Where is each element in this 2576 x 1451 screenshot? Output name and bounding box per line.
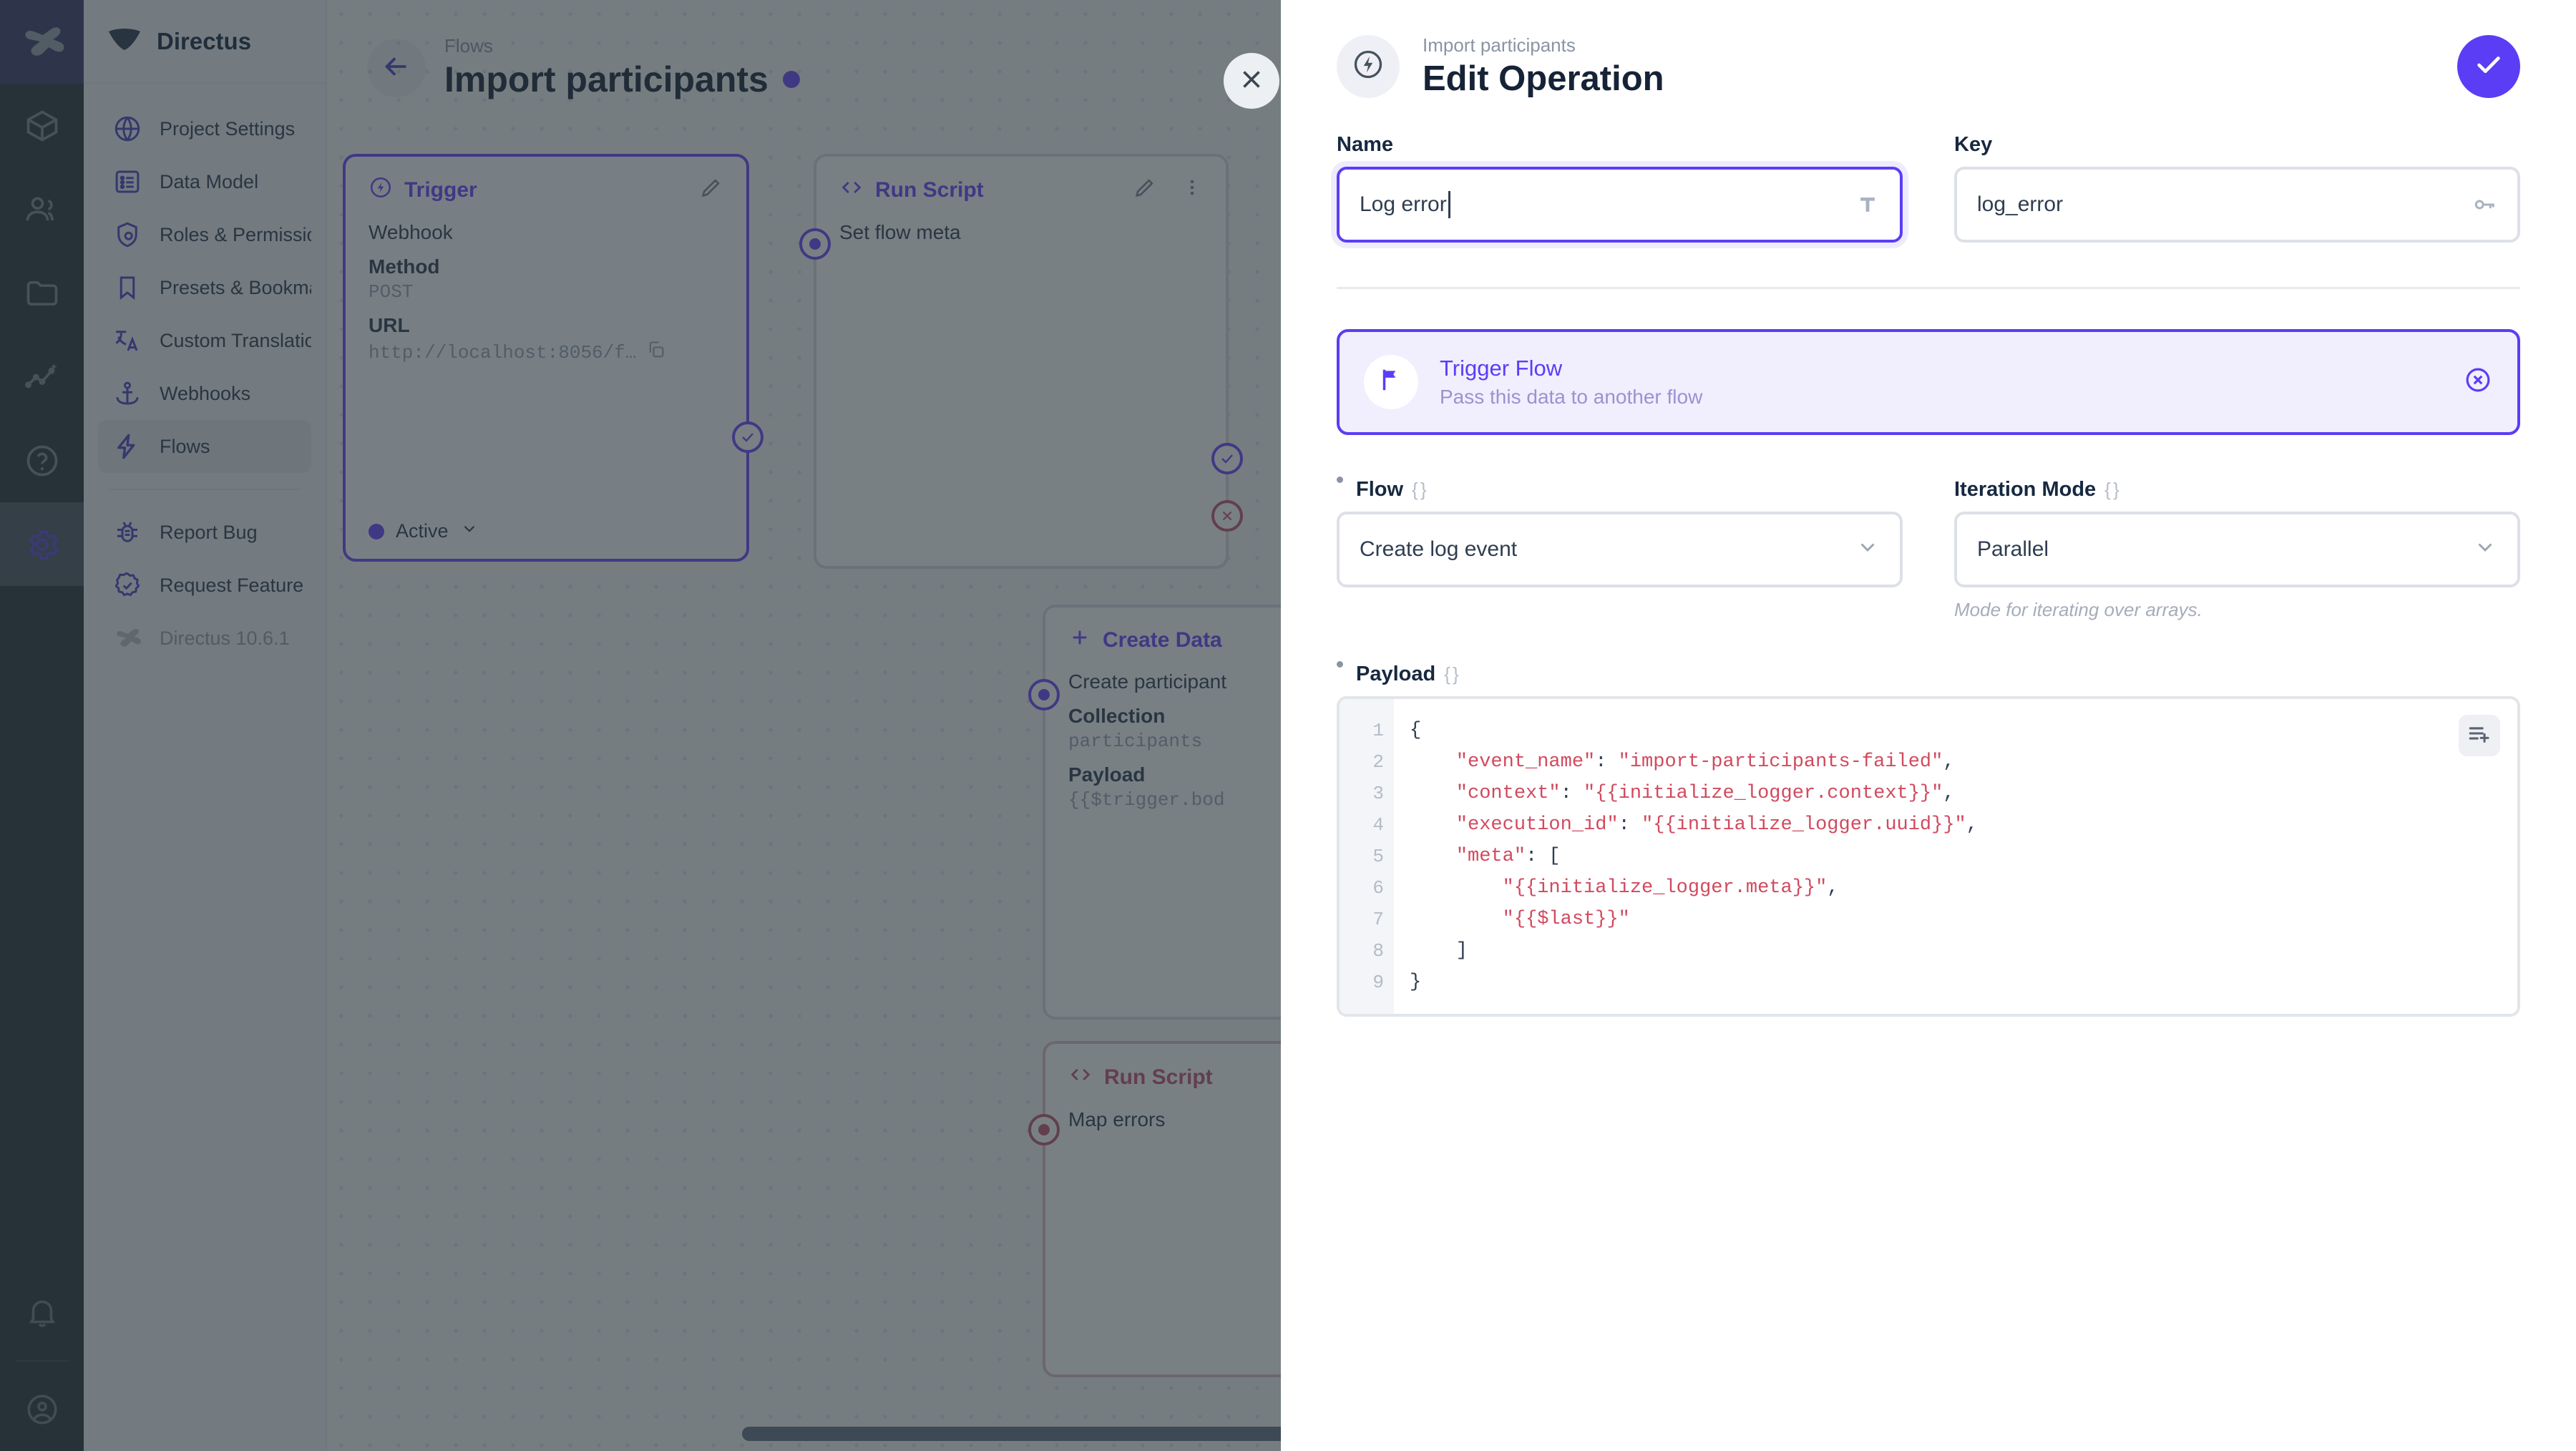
code-line: ] <box>1410 939 1468 962</box>
line-number: 7 <box>1372 908 1384 930</box>
code-line: "meta": [ <box>1455 845 1561 867</box>
flow-select[interactable]: Create log event <box>1337 511 1903 587</box>
text-caret <box>1448 190 1450 218</box>
text-format-icon[interactable] <box>1855 192 1880 217</box>
code-line: "{{$last}}" <box>1502 908 1630 930</box>
playlist-add-icon <box>2467 721 2492 749</box>
operation-type-title: Trigger Flow <box>1440 355 1563 381</box>
code-line: } <box>1410 971 1422 993</box>
iteration-mode-hint: Mode for iterating over arrays. <box>1954 598 2202 620</box>
name-input[interactable]: Log error <box>1337 166 1903 243</box>
drawer-titles: Import participants Edit Operation <box>1423 33 1664 100</box>
code-line: "{{initialize_logger.meta}}", <box>1502 876 1839 899</box>
operation-type-avatar <box>1364 354 1418 409</box>
chevron-down-icon <box>2473 534 2497 565</box>
payload-field-label: Payload { } <box>1337 663 2520 686</box>
identity-fields: Name Log error Key log_error <box>1337 133 2520 243</box>
code-line: { <box>1410 719 1422 741</box>
line-number: 1 <box>1372 719 1384 741</box>
iteration-field-group: Iteration Mode { } Parallel Mode for ite… <box>1954 478 2520 621</box>
drawer-header: Import participants Edit Operation <box>1337 0 2520 133</box>
operation-type-subtitle: Pass this data to another flow <box>1440 385 1703 408</box>
save-button[interactable] <box>2457 34 2520 98</box>
line-number: 6 <box>1372 876 1384 899</box>
close-circle-icon <box>2463 368 2493 398</box>
code-line: "context": "{{initialize_logger.context}… <box>1455 782 1955 804</box>
key-input[interactable]: log_error <box>1954 166 2520 243</box>
line-number: 8 <box>1372 939 1384 962</box>
code-line-numbers: 1 2 3 4 5 6 7 8 9 <box>1340 698 1394 1014</box>
close-icon <box>1236 64 1267 98</box>
drawer-title: Edit Operation <box>1423 59 1664 99</box>
line-number: 3 <box>1372 782 1384 804</box>
flow-field-label: Flow { } <box>1337 478 1903 502</box>
payload-field-group: Payload { } 1 2 3 4 5 6 7 8 9 { "event_name": "i… <box>1337 663 2520 1017</box>
code-line: "execution_id": "{{initialize_logger.uui… <box>1455 814 1978 836</box>
payload-field-label-text: Payload <box>1356 662 1436 685</box>
iteration-mode-value: Parallel <box>1977 537 2049 561</box>
iteration-field-label: Iteration Mode { } <box>1954 478 2520 502</box>
name-field-group: Name Log error <box>1337 133 1903 243</box>
operation-type-card[interactable]: Trigger Flow Pass this data to another f… <box>1337 328 2520 435</box>
braces-icon: { } <box>1412 478 1427 500</box>
edit-operation-drawer: Import participants Edit Operation Name … <box>1281 0 2576 1451</box>
code-content[interactable]: { "event_name": "import-participants-fai… <box>1394 699 2517 1014</box>
key-field-label: Key <box>1954 132 1993 156</box>
braces-icon: { } <box>2104 478 2119 500</box>
line-number: 4 <box>1372 814 1384 836</box>
name-field-label: Name <box>1337 132 1393 156</box>
line-number: 5 <box>1372 845 1384 867</box>
operation-avatar <box>1337 34 1400 98</box>
check-icon <box>2472 48 2505 84</box>
section-divider <box>1337 286 2520 289</box>
flag-icon <box>1377 366 1405 397</box>
chevron-down-icon <box>1855 534 1880 565</box>
key-input-value: log_error <box>1977 192 2064 216</box>
insert-variable-button[interactable] <box>2459 714 2500 756</box>
flow-option-fields: Flow { } Create log event Iteration Mode… <box>1337 478 2520 621</box>
iteration-field-label-text: Iteration Mode <box>1954 477 2097 501</box>
payload-code-editor[interactable]: 1 2 3 4 5 6 7 8 9 { "event_name": "import-partic… <box>1337 695 2520 1017</box>
name-input-value: Log error <box>1360 192 1447 216</box>
deselect-operation-button[interactable] <box>2463 365 2493 399</box>
braces-icon: { } <box>1444 663 1459 685</box>
drawer-breadcrumb: Import participants <box>1423 34 1576 56</box>
line-number: 2 <box>1372 751 1384 773</box>
iteration-mode-select[interactable]: Parallel <box>1954 511 2520 587</box>
operation-type-text: Trigger Flow Pass this data to another f… <box>1440 353 1702 411</box>
flow-field-group: Flow { } Create log event <box>1337 478 1903 621</box>
close-drawer-button[interactable] <box>1224 53 1279 109</box>
flow-field-label-text: Flow <box>1356 477 1404 501</box>
flow-select-value: Create log event <box>1360 537 1518 561</box>
key-field-group: Key log_error <box>1954 133 2520 243</box>
line-number: 9 <box>1372 971 1384 993</box>
key-icon[interactable] <box>2472 192 2497 218</box>
code-line: "event_name": "import-participants-faile… <box>1455 751 1955 773</box>
bolt-circle-icon <box>1350 47 1386 86</box>
